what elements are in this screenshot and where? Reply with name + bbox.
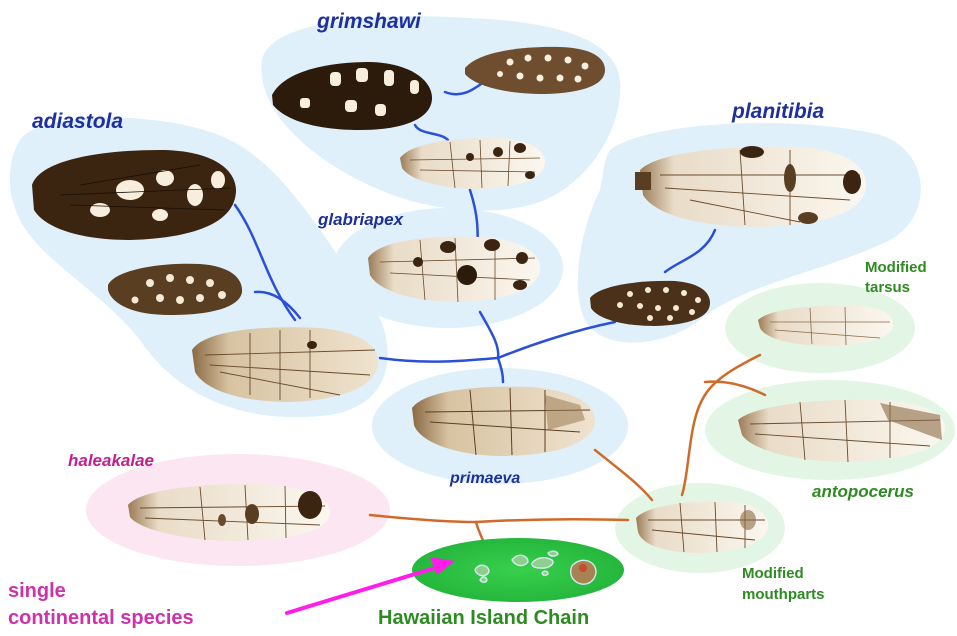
fly-wing-icon (368, 237, 540, 302)
group-label-grimshawi: grimshawi (317, 10, 421, 34)
note-modified-tarsus: Modified tarsus (865, 258, 927, 298)
note-modified-mouthparts: Modified mouthparts (742, 563, 825, 605)
continental-species-label: single continental species (8, 578, 194, 632)
fly-wing-icon (636, 502, 768, 553)
note-modified-tarsus-line1: Modified (865, 258, 927, 278)
continental-species-line2: continental species (8, 605, 194, 632)
group-label-adiastola: adiastola (32, 110, 123, 134)
note-modified-mouthparts-line2: mouthparts (742, 584, 825, 605)
group-label-primaeva: primaeva (450, 470, 520, 488)
fly-wing-icon (32, 150, 236, 240)
group-label-glabriapex: glabriapex (318, 210, 403, 230)
group-label-antopocerus: antopocerus (812, 482, 914, 502)
note-modified-mouthparts-line1: Modified (742, 563, 825, 584)
hawaiian-islands (412, 538, 624, 602)
fly-wing-icon (192, 327, 378, 402)
group-label-haleakalae: haleakalae (68, 451, 154, 471)
continental-species-line1: single (8, 578, 194, 605)
group-label-planitibia: planitibia (732, 100, 824, 124)
island-chain-label: Hawaiian Island Chain (378, 607, 589, 630)
note-modified-tarsus-line2: tarsus (865, 278, 927, 298)
